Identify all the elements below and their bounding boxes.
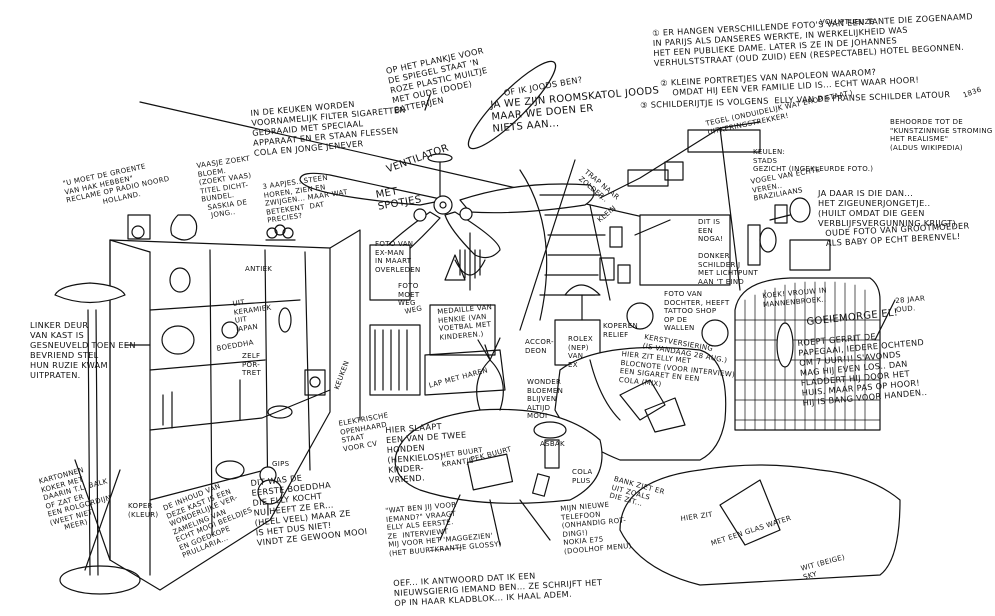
note-exman: Foto van ex-man in maart overleden <box>375 240 421 274</box>
armchair <box>619 464 901 586</box>
tiffany-lamp <box>554 284 601 366</box>
wall-frames <box>599 129 831 286</box>
tv-cabinet <box>424 232 506 396</box>
note-dit-noga: Dit is een noga! <box>698 218 724 243</box>
label-koper: koper (kleur) <box>128 502 159 519</box>
wreaths <box>626 302 729 347</box>
note-linker-deur: Linker deur van kast is gesneuveld toen … <box>30 320 136 380</box>
plant <box>476 337 504 411</box>
note-foto-weg: foto moet weg <box>398 282 420 307</box>
ceiling-line-right <box>599 121 761 199</box>
label-keramiek: uit keramiek uit Japan <box>232 298 272 334</box>
note-donker-schilderij: Donker schilderij met lichtpunt aan 't e… <box>698 252 759 286</box>
label-gips: gips <box>272 460 290 468</box>
bird-cage <box>734 277 881 431</box>
note-zigeuner: Ja daar is die dan... het zigeunerjonget… <box>818 188 957 228</box>
note-foto-dochter: Foto van dochter, heeft tattoo shop op d… <box>664 290 730 332</box>
label-zelfportret: zelf por- tret <box>242 352 262 377</box>
label-rolex: Rolex (nep) van ex <box>568 335 593 369</box>
doorway <box>329 229 421 421</box>
note-realisme: behoorde tot de "kunstzinnige stroming h… <box>890 118 993 152</box>
ceiling-line-left <box>139 101 701 231</box>
note-telefoon: Mijn nieuwe telefoon (onhandig rot- ding… <box>560 500 632 556</box>
staircase <box>519 159 606 331</box>
note-wonder-bloemen: Wonder bloemen blijven altijd mooi <box>527 378 564 420</box>
label-koperen-relief: Koperen relief <box>603 322 638 339</box>
radio <box>127 214 151 240</box>
label-accordeon: Accor- deon <box>525 338 554 355</box>
three-monkeys <box>265 224 296 241</box>
note-papegaai: Roept Gerrit de papegaai, iedere ochtend… <box>797 331 928 408</box>
note-jaar: 28 jaar oud. <box>895 294 926 314</box>
note-interview-question: "Wat ben jij voor iemand?" vraagt Elly a… <box>385 500 503 558</box>
note-keulen: Keulen: stads gezicht (ingekleurde foto.… <box>753 148 874 173</box>
vase <box>170 214 198 241</box>
coffee-table <box>394 408 603 546</box>
annotation-arrows <box>124 94 896 346</box>
note-medaille: Medaille van Henkie (van voetbal met kin… <box>437 303 493 342</box>
wall-corner-mid <box>589 204 611 301</box>
floor-lamp <box>54 282 141 595</box>
label-asbak: asbak <box>540 440 565 448</box>
note-boeddha-story: Dit was de eerste Boeddha die Elly kocht… <box>250 472 368 548</box>
note-vaasje: Vaasje zoekt bloem. (zoekt vaas) titel d… <box>196 154 252 221</box>
note-voluptueuze: Voluptueuze <box>820 18 875 26</box>
buddha-figurine <box>257 466 283 505</box>
wall-corner-right <box>719 127 741 291</box>
label-cola-plus: Cola plus <box>572 468 593 485</box>
label-antiek: antiek <box>245 265 273 273</box>
